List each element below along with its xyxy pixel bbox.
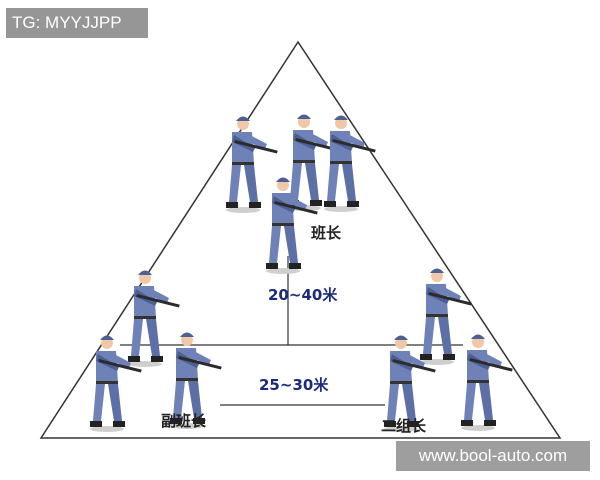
soldier-icon [324,115,376,212]
soldier-icon [420,268,472,365]
upper-distance-label: 20~40米 [268,286,338,304]
watermark-top-left: TG: MYYJJPP [6,8,148,38]
soldier-icon [461,334,513,431]
soldier-icon [226,116,278,213]
watermark-bottom-right: www.bool-auto.com [396,441,590,471]
deputy-squad-leader-label: 副班长 [161,412,207,430]
lower-distance-label: 25~30米 [259,376,329,394]
squad-leader-label: 班长 [311,224,342,242]
second-group-leader-label: 二组长 [381,417,427,435]
soldier-icon [128,270,180,367]
triangle-outline [39,40,562,439]
